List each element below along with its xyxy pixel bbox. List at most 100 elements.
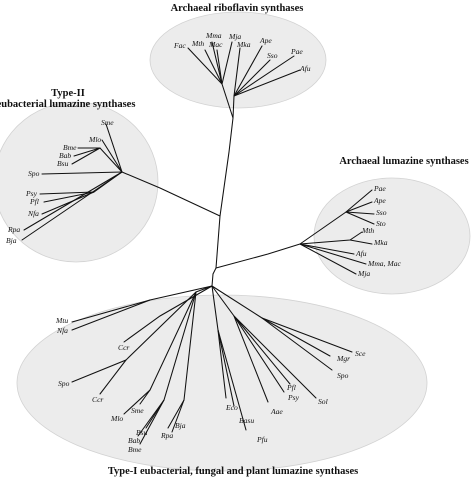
branch-bja-t2 [21, 171, 123, 241]
leaf-ccr-upper-t1: Ccr [118, 343, 129, 352]
leaf-basu-t1: Basu [239, 416, 254, 425]
branch-sso-al [345, 211, 375, 215]
branch-spo-right-t1 [261, 317, 333, 371]
branch-spo-t2 [41, 171, 123, 175]
branch-bsu-t2 [71, 147, 101, 165]
leaf-afu: Afu [299, 64, 311, 73]
branch-ccr-lower-t1 [99, 359, 127, 395]
title-type2-line1: Type-II [51, 88, 85, 99]
branch-sme-t2 [105, 123, 123, 173]
region-archaeal-lumazine [313, 177, 471, 295]
branch-mka-al [349, 239, 373, 245]
region-type2-lumazine [0, 101, 159, 263]
leaf-psy-t1: Psy [287, 393, 300, 402]
branch-mth [204, 49, 223, 85]
leaf-pae-al: Pae [373, 184, 386, 193]
branch-pae [233, 55, 295, 97]
branch-to-riboflavin [215, 117, 234, 269]
leaf-mgr-t1: Mgr [336, 354, 350, 363]
leaf-mja-al: Mja [357, 269, 370, 278]
leaf-sto-al: Sto [376, 219, 386, 228]
branch-mac [216, 49, 223, 85]
leaf-mtu-t1: Mtu [55, 316, 68, 325]
leaf-sso-al: Sso [376, 208, 387, 217]
leaf-ape-al: Ape [373, 196, 386, 205]
branch-ape-al [345, 201, 373, 213]
branch-mlo-t2 [101, 139, 123, 173]
leaf-spo-right-t1: Spo [337, 371, 349, 380]
leaf-bab-t1: Bab [128, 436, 140, 445]
branch-to-archaeal-lumazine [215, 243, 301, 269]
subtree-type2 [21, 123, 123, 241]
branch-rpa-t1 [171, 399, 185, 433]
leaf-pfl-t1: Pfl [286, 383, 296, 392]
branch-afu [233, 69, 301, 97]
leaf-mka: Mka [236, 40, 251, 49]
leaf-mma: Mma [205, 31, 222, 40]
leaf-afu-al: Afu [355, 249, 367, 258]
branch-rpa-t2 [23, 171, 123, 231]
branch-mja [221, 41, 233, 85]
branch-mja-al [299, 243, 357, 275]
leaf-bja-t2: Bja [6, 236, 17, 245]
leaf-mac: Mac [208, 40, 223, 49]
leaf-mma-mac-al: Mma, Mac [367, 259, 402, 268]
leaf-nfa-t1: Nfa [56, 326, 68, 335]
title-archaeal-lumazine: Archaeal lumazine synthases [339, 156, 468, 167]
leaf-spo-left-t1: Spo [58, 379, 70, 388]
leaf-bme-t2: Bme [63, 143, 77, 152]
subtree-archaeal-riboflavin [187, 41, 301, 119]
leaf-sme-t1: Sme [131, 406, 144, 415]
leaf-mja: Mja [228, 32, 241, 41]
leaf-psy-t2: Psy [25, 189, 38, 198]
region-type1-lumazine [16, 294, 428, 472]
branch-ape [233, 45, 263, 97]
title-type1-lumazine: Type-I eubacterial, fungal and plant lum… [108, 466, 358, 477]
leaf-fac: Fac [173, 41, 186, 50]
branch-to-type1 [211, 273, 214, 287]
branch-mma [211, 41, 223, 85]
branch-sme-t1 [139, 389, 151, 405]
branch-pfl-t1 [233, 315, 291, 385]
branch-basu-t1 [217, 329, 235, 407]
branch-psy-t1 [233, 315, 285, 393]
branch-sto-al [345, 211, 375, 225]
title-archaeal-riboflavin: Archaeal riboflavin synthases [171, 3, 304, 14]
subtree-type1 [71, 285, 353, 445]
branch-nfa-t1 [71, 299, 151, 331]
leaf-sme-t2: Sme [101, 118, 114, 127]
leaf-nfa-t2: Nfa [27, 209, 39, 218]
leaf-pfu-t1: Pfu [256, 435, 268, 444]
leaf-rpa-t2: Rpa [7, 225, 20, 234]
leaf-pfl-t2: Pfl [29, 197, 39, 206]
title-type2-line2: eubacterial lumazine synthases [0, 99, 135, 110]
branch-bab-t2 [73, 147, 101, 157]
branch-spo-left-t1 [71, 285, 213, 383]
branch-sol-t1 [233, 315, 317, 399]
branch-nfa-t2 [41, 191, 95, 215]
branch-bme-t1 [139, 399, 165, 445]
leaf-sce-t1: Sce [355, 349, 366, 358]
leaf-spo-t2: Spo [28, 169, 40, 178]
leaf-pae: Pae [290, 47, 303, 56]
leaf-bab-t2: Bab [59, 151, 71, 160]
leaf-mlo-t1: Mlo [110, 414, 123, 423]
branch-sce-t1 [261, 317, 353, 353]
branch-root [212, 267, 217, 275]
leaf-mlo-t2: Mlo [88, 135, 101, 144]
leaf-bme-t1: Bme [128, 445, 142, 454]
leaf-mka-al: Mka [373, 238, 388, 247]
subtree-archaeal-lumazine [299, 189, 375, 275]
branch-bab-t1 [137, 399, 165, 437]
leaf-bsu-t1: Bsu [136, 428, 148, 437]
leaf-ape: Ape [259, 36, 272, 45]
branch-pfu-t1 [217, 329, 247, 431]
leaf-aae-t1: Aae [270, 407, 283, 416]
tree-backbone [121, 117, 301, 287]
leaf-ccr-lower-t1: Ccr [92, 395, 103, 404]
branch-to-type2 [121, 171, 221, 217]
branch-afu-al [299, 243, 355, 255]
branch-sso [233, 59, 271, 97]
